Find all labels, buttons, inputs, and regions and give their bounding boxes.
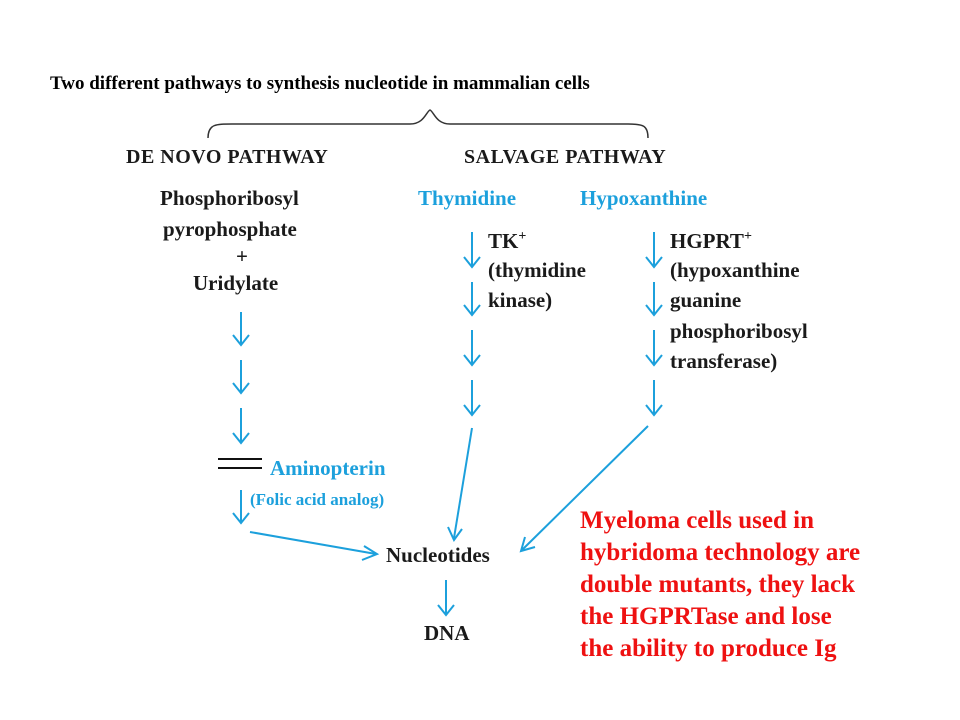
tk-enzyme-superscript: + (518, 229, 527, 244)
hgprt-enzyme-line4: phosphoribosyl (670, 319, 808, 343)
de-novo-substrate-line2: pyrophosphate (163, 217, 297, 241)
aminopterin-label: Aminopterin (270, 456, 386, 480)
hgprt-enzyme-superscript: + (743, 229, 752, 244)
tk-enzyme-label: TK+ (488, 230, 526, 252)
aminopterin-block-bars (218, 458, 262, 469)
de-novo-to-nucleotides-arrow (249, 531, 377, 555)
thymidine-label: Thymidine (418, 186, 517, 210)
de-novo-substrate-line1: Phosphoribosyl (160, 186, 299, 210)
de-novo-substrate-line3: Uridylate (193, 271, 279, 295)
de-novo-arrows (232, 312, 250, 525)
hypoxanthine-arrows (645, 232, 663, 417)
hgprt-enzyme-line3: guanine (670, 288, 742, 312)
pathway-brace (207, 109, 649, 139)
dna-label: DNA (424, 621, 470, 645)
thymidine-arrows (463, 232, 481, 417)
tk-enzyme-line3: kinase) (488, 288, 553, 312)
hgprt-enzyme-line5: transferase) (670, 349, 778, 373)
tk-enzyme-name: TK (488, 229, 519, 253)
myeloma-note-line2: hybridoma technology are (580, 539, 861, 566)
page-title: Two different pathways to synthesis nucl… (50, 73, 590, 94)
myeloma-note: Myeloma cells used in hybridoma technolo… (580, 505, 860, 665)
de-novo-header: DE NOVO PATHWAY (126, 146, 329, 168)
myeloma-note-line5: the ability to produce Ig (580, 635, 837, 662)
hypoxanthine-label: Hypoxanthine (580, 186, 708, 210)
tk-enzyme-line2: (thymidine (488, 258, 587, 282)
de-novo-plus-sign: + (236, 244, 248, 268)
aminopterin-note: (Folic acid analog) (250, 490, 385, 509)
converging-arrows (249, 425, 649, 617)
hgprt-enzyme-line2: (hypoxanthine (670, 258, 800, 282)
thymidine-to-nucleotides-arrow (453, 427, 473, 539)
myeloma-note-line1: Myeloma cells used in (580, 507, 815, 534)
myeloma-note-line4: the HGPRTase and lose (580, 603, 832, 630)
hypoxanthine-to-nucleotides-arrow (521, 425, 649, 551)
nucleotides-label: Nucleotides (386, 543, 490, 567)
hgprt-enzyme-label: HGPRT+ (670, 230, 752, 252)
salvage-header: SALVAGE PATHWAY (464, 146, 667, 168)
hgprt-enzyme-name: HGPRT (670, 229, 744, 253)
myeloma-note-line3: double mutants, they lack (580, 571, 856, 598)
